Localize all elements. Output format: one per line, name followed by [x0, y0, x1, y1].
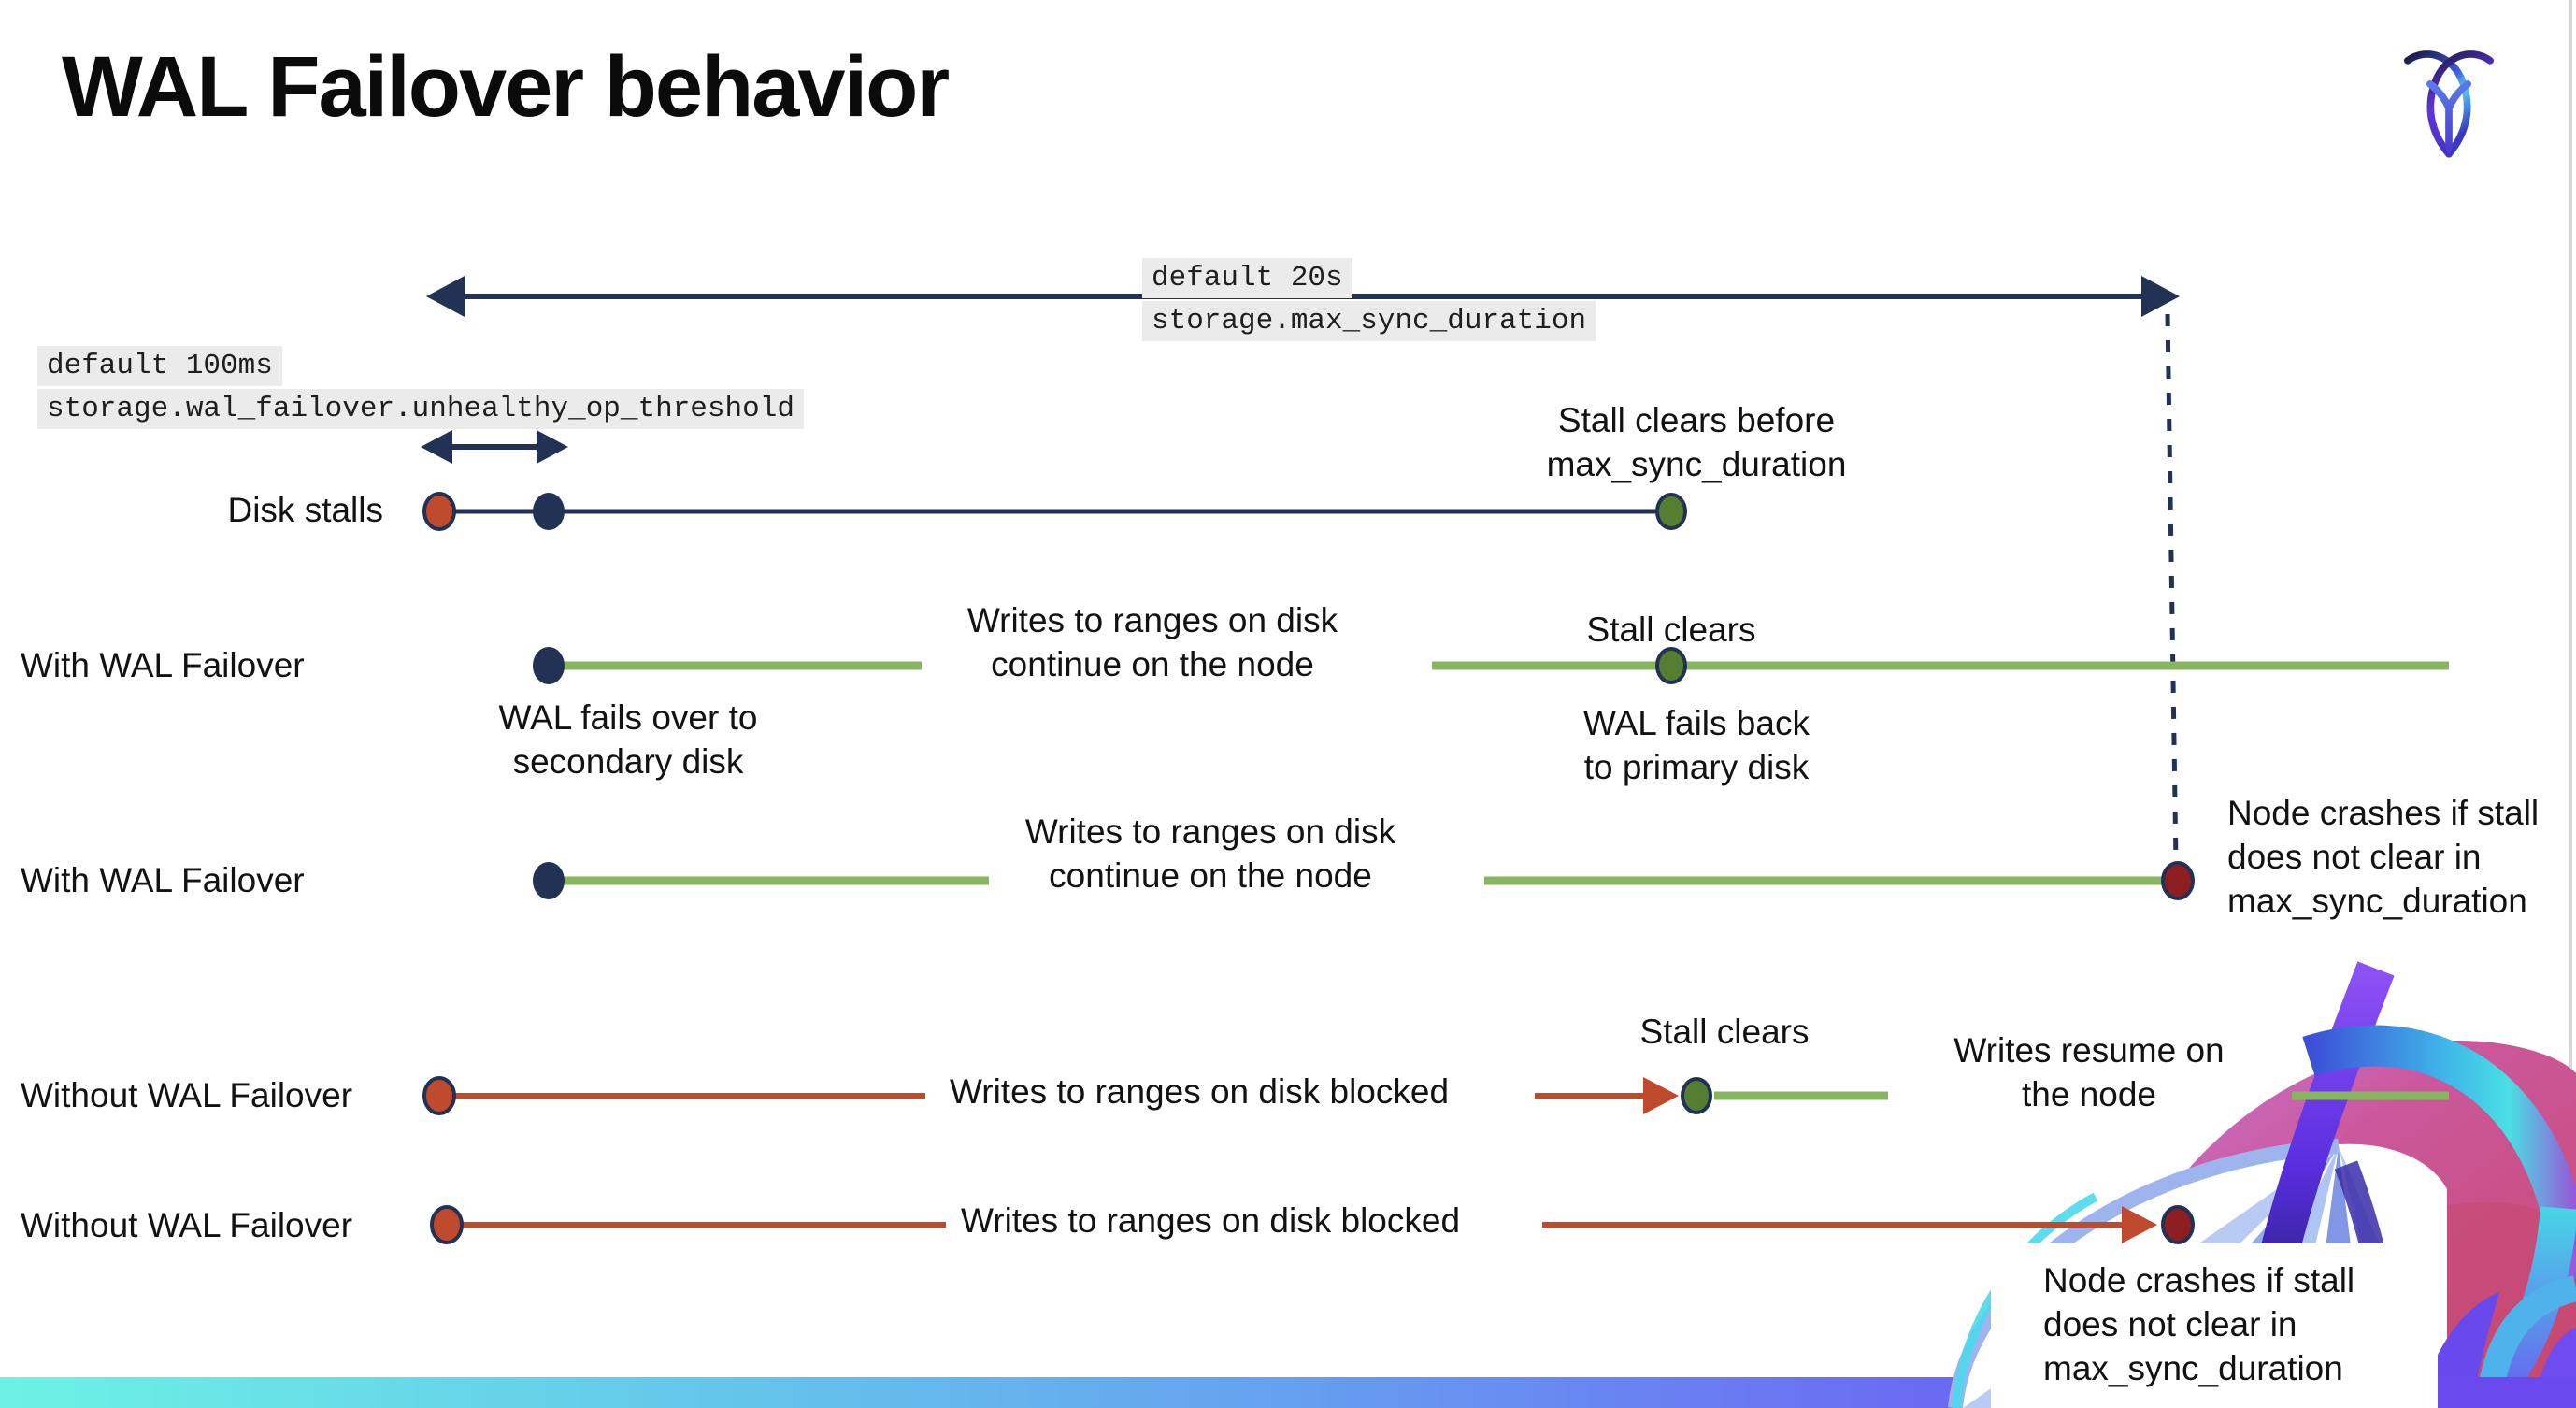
writes-resume-label: Writes resume on the node — [1953, 1031, 2225, 1113]
stall-start-dot — [422, 492, 456, 531]
row-label-without-wal-failover-1: Without WAL Failover — [21, 1076, 353, 1114]
row-label-with-wal-failover-2: With WAL Failover — [21, 861, 305, 899]
failover-dot — [533, 647, 565, 684]
threshold-dot — [533, 493, 565, 530]
arrowhead-right-icon — [537, 430, 568, 464]
stall-clears-dot — [1655, 493, 1687, 530]
row-without-wal-failover-2 — [430, 1205, 2195, 1244]
row-with-wal-failover-1 — [533, 647, 2449, 684]
node-crashes-label-1: Node crashes if stall does not clear in … — [2227, 794, 2540, 920]
node-crashes-label-2: Node crashes if stall does not clear in … — [2043, 1261, 2355, 1387]
row-with-wal-failover-2 — [533, 861, 2195, 900]
setting-name: storage.max_sync_duration — [1142, 301, 1596, 341]
writes-continue-label-1: Writes to ranges on disk continue on the… — [966, 601, 1338, 683]
stall-clears-dot — [1655, 647, 1687, 684]
arrowhead-right-icon — [2122, 1206, 2157, 1243]
max-sync-dashed-line — [2165, 313, 2179, 865]
unhealthy-op-threshold-setting-label: default 100ms storage.wal_failover.unhea… — [37, 346, 804, 429]
stall-clears-dot — [1681, 1077, 1712, 1114]
row-without-wal-failover-1 — [422, 1076, 2449, 1115]
row-disk-stalls — [422, 492, 1687, 531]
stall-clears-before-label: Stall clears before max_sync_duration — [1546, 401, 1847, 483]
page-title: WAL Failover behavior — [62, 39, 950, 135]
wal-fails-over-label: WAL fails over to secondary disk — [498, 698, 758, 781]
slide-right-edge — [2569, 0, 2572, 1408]
arrowhead-left-icon — [426, 276, 465, 317]
arrowhead-left-icon — [421, 430, 452, 464]
setting-default-value: default 100ms — [37, 346, 282, 386]
node-crash-dot — [2161, 1205, 2195, 1244]
writes-blocked-label-2: Writes to ranges on disk blocked — [961, 1201, 1461, 1240]
setting-default-value: default 20s — [1142, 258, 1352, 298]
node-crash-dot — [2161, 861, 2195, 900]
writes-blocked-label-1: Writes to ranges on disk blocked — [950, 1072, 1450, 1111]
writes-continue-label-2: Writes to ranges on disk continue on the… — [1024, 812, 1396, 895]
row-label-with-wal-failover-1: With WAL Failover — [21, 646, 305, 684]
stall-clears-label-1: Stall clears — [1586, 611, 1756, 649]
node-crash-callout-box: Node crashes if stall does not clear in … — [1991, 1243, 2438, 1408]
cockroachdb-logo-icon — [2404, 50, 2494, 158]
failover-dot — [533, 862, 565, 899]
unhealthy-op-threshold-arrow — [421, 430, 568, 464]
stall-start-dot — [430, 1205, 464, 1244]
arrowhead-right-icon — [2141, 276, 2180, 317]
row-label-without-wal-failover-2: Without WAL Failover — [21, 1206, 353, 1244]
row-label-disk-stalls: Disk stalls — [227, 491, 383, 529]
max-sync-duration-setting-label: default 20s storage.max_sync_duration — [1142, 258, 1596, 341]
stall-clears-label-2: Stall clears — [1639, 1013, 1810, 1051]
setting-name: storage.wal_failover.unhealthy_op_thresh… — [37, 389, 804, 429]
wal-fails-back-label: WAL fails back to primary disk — [1583, 704, 1810, 786]
arrowhead-right-icon — [1643, 1077, 1679, 1114]
stall-start-dot — [422, 1076, 456, 1115]
